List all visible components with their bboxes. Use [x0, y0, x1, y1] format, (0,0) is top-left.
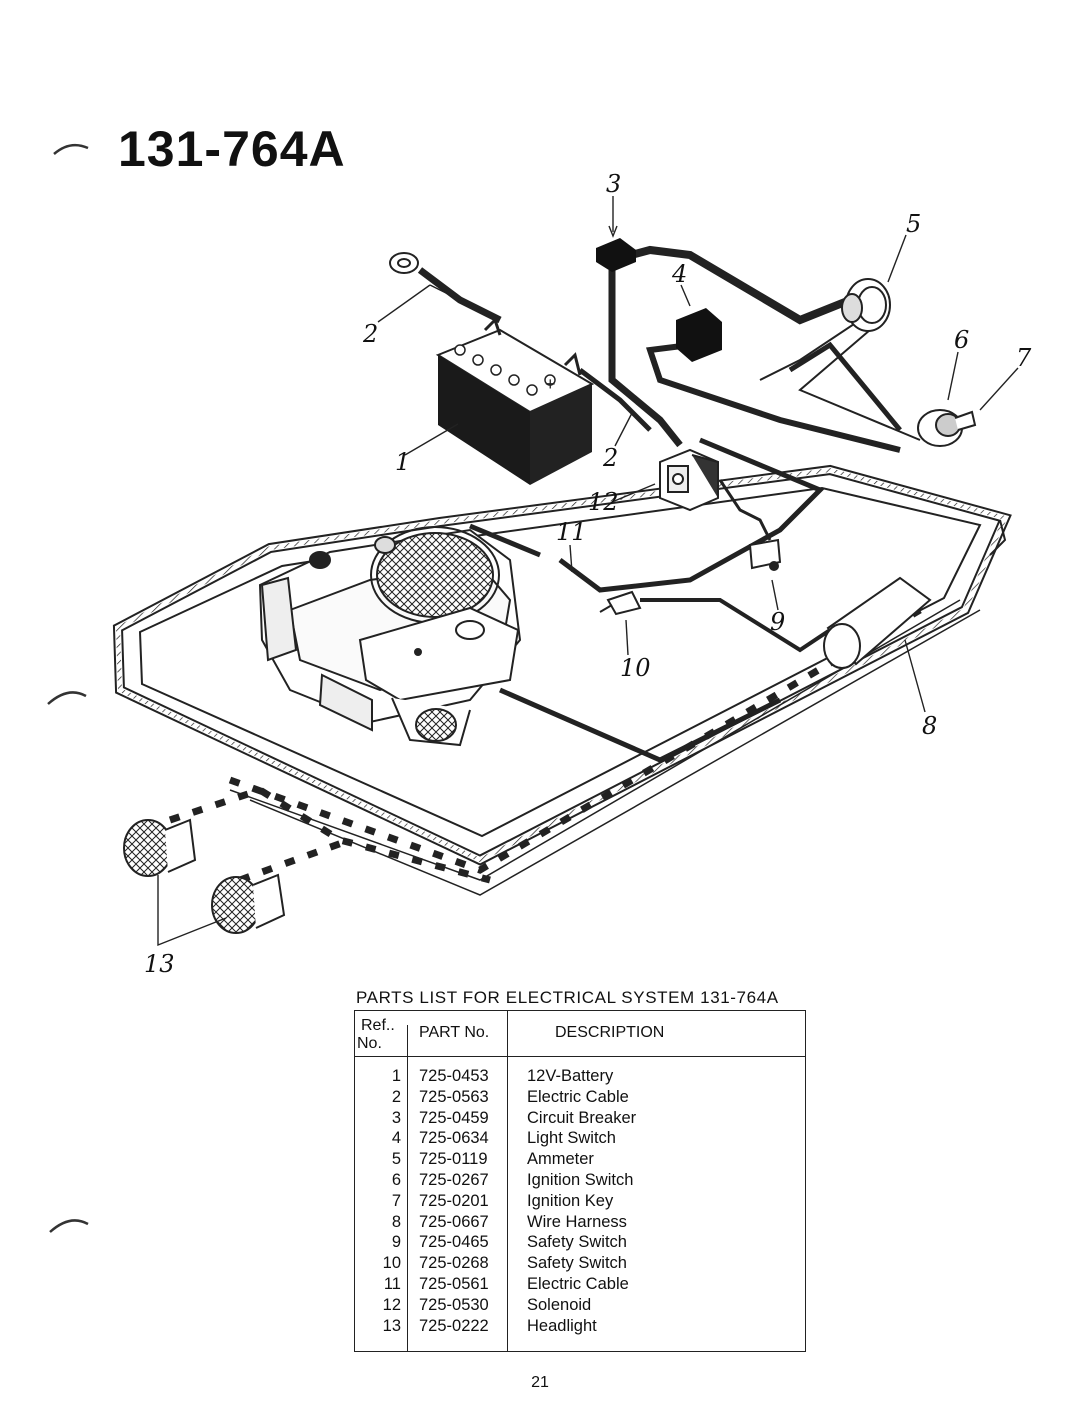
row-ref: 7	[391, 1191, 401, 1210]
circuit-breaker	[596, 238, 636, 272]
row-ref: 8	[391, 1212, 401, 1231]
callout-10: 10	[620, 654, 651, 682]
page-number: 21	[531, 1374, 549, 1391]
callout-11: 11	[556, 518, 587, 546]
row-description: Headlight	[527, 1316, 597, 1335]
cable-ring-terminal	[389, 252, 419, 274]
row-description: Ignition Key	[527, 1191, 614, 1210]
frame-harness	[112, 464, 1012, 896]
table-row: 12 725-0530 Solenoid	[355, 1296, 805, 1317]
table-header: Ref.. No. PART No. DESCRIPTION	[355, 1011, 805, 1057]
row-part-no: 725-0634	[419, 1129, 489, 1148]
headlight-left	[123, 818, 197, 877]
battery: +	[435, 317, 595, 485]
callout-leaders	[157, 196, 1019, 947]
table-row: 13 725-0222 Headlight	[355, 1317, 805, 1338]
row-part-no: 725-0459	[419, 1108, 489, 1127]
header-ref: Ref..	[361, 1017, 395, 1034]
row-description: Light Switch	[527, 1129, 616, 1148]
row-part-no: 725-0222	[419, 1316, 489, 1335]
harness-sleeve	[823, 576, 932, 669]
dash-harness	[417, 245, 921, 763]
callout-13: 13	[144, 950, 175, 978]
table-row: 1 725-0453 12V-Battery	[355, 1067, 805, 1088]
row-description: Electric Cable	[527, 1274, 629, 1293]
row-description: Wire Harness	[527, 1212, 627, 1231]
callout-4: 4	[671, 260, 687, 288]
binder-hole-mark	[53, 143, 89, 155]
parts-list-heading: PARTS LIST FOR ELECTRICAL SYSTEM 131-764…	[356, 988, 779, 1007]
table-row: 11 725-0561 Electric Cable	[355, 1275, 805, 1296]
callout-9: 9	[770, 608, 785, 636]
row-part-no: 725-0667	[419, 1212, 489, 1231]
table-row: 10 725-0268 Safety Switch	[355, 1254, 805, 1275]
engine	[258, 526, 522, 747]
row-ref: 2	[391, 1087, 401, 1106]
ammeter	[841, 278, 891, 332]
parts-table: Ref.. No. PART No. DESCRIPTION 1 725-0453…	[354, 1010, 806, 1352]
callout-8: 8	[922, 712, 937, 740]
header-part-no: PART No.	[419, 1024, 490, 1041]
row-part-no: 725-0465	[419, 1233, 489, 1252]
callout-7: 7	[1016, 344, 1032, 372]
row-description: Ammeter	[527, 1150, 594, 1169]
callout-2b: 2	[602, 444, 618, 472]
light-switch	[676, 308, 722, 362]
col-divider-ref	[407, 1025, 408, 1351]
binder-hole-mark	[49, 1219, 89, 1233]
callout-1: 1	[395, 448, 410, 476]
row-description: Safety Switch	[527, 1233, 627, 1252]
callout-3: 3	[606, 170, 621, 198]
row-ref: 10	[382, 1254, 401, 1273]
table-row: 7 725-0201 Ignition Key	[355, 1192, 805, 1213]
callout-12: 12	[588, 488, 619, 516]
solenoid	[659, 448, 719, 512]
row-ref: 3	[391, 1108, 401, 1127]
binder-hole-mark	[47, 691, 87, 705]
row-part-no: 725-0268	[419, 1254, 489, 1273]
table-row: 6 725-0267 Ignition Switch	[355, 1171, 805, 1192]
row-description: Safety Switch	[527, 1254, 627, 1273]
row-ref: 1	[391, 1067, 401, 1085]
row-description: Circuit Breaker	[527, 1108, 637, 1127]
row-part-no: 725-0119	[419, 1150, 488, 1169]
col-divider-part	[507, 1011, 508, 1351]
table-row: 9 725-0465 Safety Switch	[355, 1233, 805, 1254]
row-ref: 5	[391, 1150, 401, 1169]
row-ref: 9	[391, 1233, 401, 1252]
row-part-no: 725-0201	[419, 1191, 489, 1210]
row-description: 12V-Battery	[527, 1067, 614, 1085]
table-row: 2 725-0563 Electric Cable	[355, 1088, 805, 1109]
table-row: 3 725-0459 Circuit Breaker	[355, 1109, 805, 1130]
row-part-no: 725-0267	[419, 1170, 489, 1189]
table-row: 5 725-0119 Ammeter	[355, 1150, 805, 1171]
table-row: 8 725-0667 Wire Harness	[355, 1213, 805, 1234]
ignition-switch	[917, 409, 977, 447]
callout-6: 6	[954, 326, 969, 354]
callout-5: 5	[906, 210, 921, 238]
page-title: 131-764A	[118, 121, 346, 177]
callout-2: 2	[362, 320, 378, 348]
row-description: Electric Cable	[527, 1087, 629, 1106]
row-ref: 4	[391, 1129, 401, 1148]
svg-text:+: +	[545, 374, 556, 394]
row-part-no: 725-0563	[419, 1087, 489, 1106]
header-ref-no: No.	[357, 1035, 382, 1052]
row-description: Solenoid	[527, 1295, 592, 1314]
row-ref: 13	[382, 1316, 401, 1335]
row-part-no: 725-0453	[419, 1067, 489, 1085]
row-part-no: 725-0530	[419, 1295, 489, 1314]
row-ref: 12	[382, 1295, 401, 1314]
safety-switch-seat	[748, 538, 782, 571]
header-description: DESCRIPTION	[555, 1024, 665, 1041]
row-description: Ignition Switch	[527, 1170, 634, 1189]
table-row: 4 725-0634 Light Switch	[355, 1129, 805, 1150]
headlight-right	[211, 873, 286, 934]
electrical-system-diagram: +	[112, 170, 1032, 978]
row-ref: 6	[391, 1170, 401, 1189]
row-ref: 11	[383, 1274, 401, 1293]
row-part-no: 725-0561	[419, 1274, 489, 1293]
safety-switch-clutch	[599, 590, 642, 616]
